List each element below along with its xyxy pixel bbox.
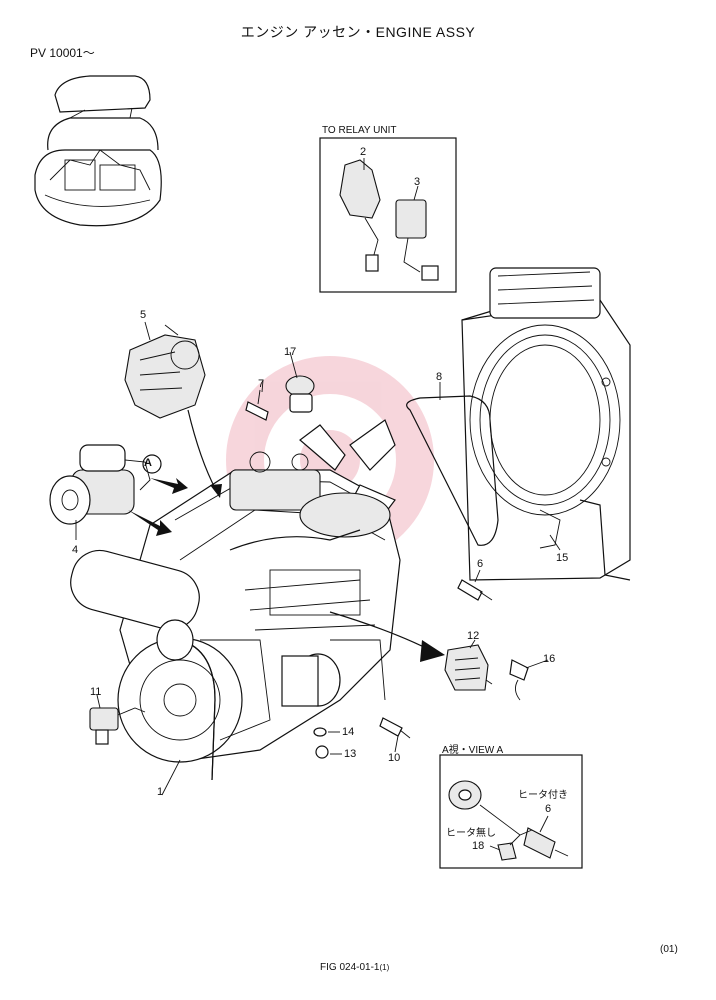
relay-part-2 xyxy=(339,159,381,272)
callout-7: 7 xyxy=(258,378,265,390)
sensor-10 xyxy=(379,717,411,739)
relay-unit-box xyxy=(319,137,457,293)
callout-5: 5 xyxy=(140,309,147,321)
starter-drawing xyxy=(49,444,151,525)
with-heater-label: ヒータ付き xyxy=(518,790,568,801)
sensor-11 xyxy=(89,707,146,745)
washer-14 xyxy=(313,727,327,737)
arrow-icon xyxy=(420,640,445,662)
muffler-drawing xyxy=(70,549,216,781)
arrow-icon xyxy=(128,510,172,536)
arrow-icon xyxy=(150,478,188,494)
alternator-drawing xyxy=(124,324,206,419)
callout-8: 8 xyxy=(436,371,443,383)
callout-11: 11 xyxy=(90,686,102,698)
callout-14: 14 xyxy=(342,726,355,738)
callout-6: 6 xyxy=(477,558,484,570)
callout-18: 18 xyxy=(472,840,485,852)
callout-4: 4 xyxy=(72,544,79,556)
callout-6-view-a: 6 xyxy=(545,803,552,815)
thermostat-drawing xyxy=(285,375,315,413)
callout-10: 10 xyxy=(388,752,401,764)
callout-17: 17 xyxy=(284,346,297,358)
view-a-box xyxy=(439,754,583,869)
callout-12: 12 xyxy=(467,630,480,642)
view-a-label: A視・VIEW A xyxy=(442,745,504,756)
page-title: エンジン アッセン・ENGINE ASSY xyxy=(240,24,476,40)
fan-belt xyxy=(406,395,499,546)
relay-part-3 xyxy=(395,199,439,281)
marker-a: A xyxy=(144,457,152,469)
without-heater-label: ヒータ無し xyxy=(446,828,496,839)
figure-number: FIG 024-01-1(1) xyxy=(320,962,389,973)
engine-drawing xyxy=(117,419,401,763)
switch-6 xyxy=(457,579,493,601)
view-a-parts xyxy=(448,780,569,861)
callout-15: 15 xyxy=(556,552,569,564)
callout-1: 1 xyxy=(157,786,164,798)
serial-range: PV 10001〜 xyxy=(30,46,95,60)
callout-16: 16 xyxy=(543,653,556,665)
leader-lines xyxy=(75,321,561,851)
callout-2: 2 xyxy=(360,146,367,158)
figure-sub: (1) xyxy=(379,963,390,972)
unit-12 xyxy=(444,644,493,691)
radiator-drawing xyxy=(461,267,631,581)
marker-a-circle xyxy=(142,454,162,474)
sensor-16 xyxy=(509,659,529,701)
relay-unit-label: TO RELAY UNIT xyxy=(322,125,397,136)
plug-13 xyxy=(315,745,329,759)
sensor-7 xyxy=(245,389,269,421)
callout-13: 13 xyxy=(344,748,357,760)
figure-number-text: FIG 024-01-1 xyxy=(320,962,380,973)
excavator-icon xyxy=(34,75,162,227)
callout-3: 3 xyxy=(414,176,421,188)
page-number: (01) xyxy=(660,944,678,955)
